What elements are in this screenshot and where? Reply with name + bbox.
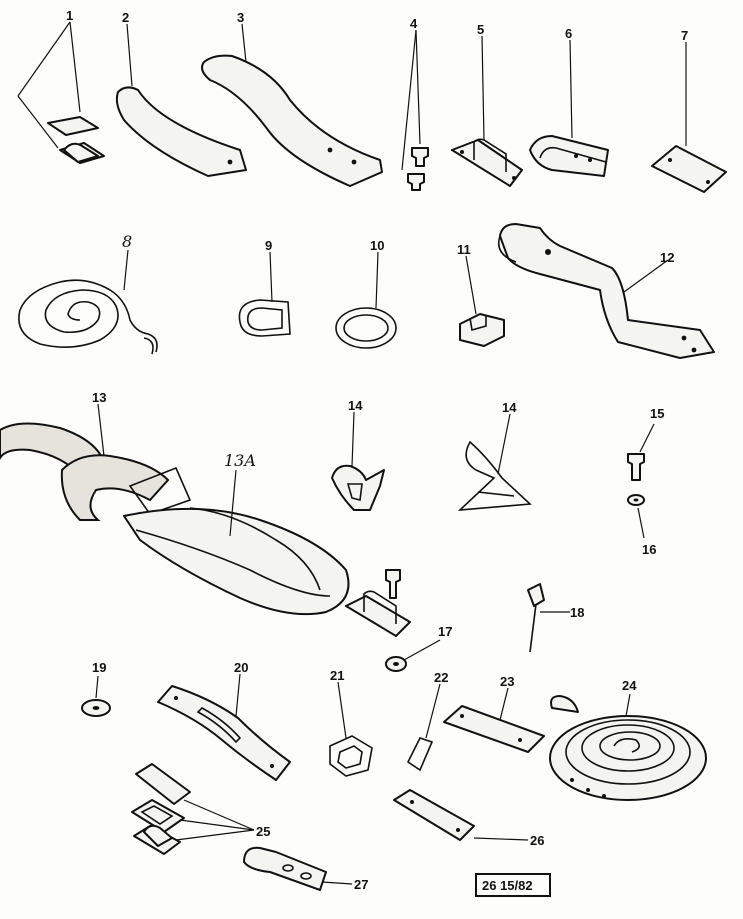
- part-14-hook: [331, 464, 385, 511]
- belt-rivet-and-staple: [345, 569, 411, 637]
- callout-16-leader: [639, 423, 655, 453]
- callout-8-leader: [123, 249, 129, 291]
- callout-5: 5: [477, 22, 484, 37]
- callout-15: 14: [502, 400, 517, 415]
- part-2-short-strap: [115, 86, 247, 177]
- callout-6: 6: [565, 26, 572, 41]
- callout-2-leader: [126, 23, 133, 87]
- callout-10: 10: [370, 238, 384, 253]
- callout-17: 16: [642, 542, 656, 557]
- callout-15-leader: [497, 413, 511, 475]
- part-22-slide-buckle: [329, 735, 373, 777]
- part-18-washer: [385, 656, 407, 672]
- callout-17-leader: [637, 507, 645, 539]
- callout-11: 11: [457, 242, 471, 257]
- callout-25-leader: [625, 693, 631, 717]
- drawing-reference-box: 26 15/82: [475, 873, 551, 897]
- callout-18-leader: [403, 639, 441, 661]
- callout-14: 14: [348, 398, 363, 413]
- part-13a-webbing-belt: [123, 507, 350, 616]
- callout-10-leader: [375, 251, 379, 309]
- callout-3: 3: [237, 10, 244, 25]
- part-15-triangle-loop: [457, 440, 532, 511]
- part-23-small-loop: [406, 737, 434, 772]
- callout-27: 26: [530, 833, 544, 848]
- callout-2: 2: [122, 10, 129, 25]
- part-24-flat-bar: [443, 705, 545, 753]
- callout-13a-leader: [229, 469, 237, 537]
- drawing-reference: 26 15/82: [482, 878, 533, 893]
- callout-27-leader: [473, 837, 529, 841]
- part-6-clamp: [529, 135, 609, 177]
- part-27-plate: [393, 789, 475, 841]
- part-3-long-strap: [201, 54, 383, 187]
- callout-25: 24: [622, 678, 637, 693]
- callout-7: 7: [681, 28, 688, 43]
- part-19-pop-rivet: [527, 583, 545, 653]
- callout-19: 18: [570, 605, 584, 620]
- callout-12-leader: [623, 259, 669, 293]
- callout-28-leader: [321, 881, 353, 885]
- part-7-plate: [651, 145, 727, 193]
- callout-26-leaders: [175, 799, 255, 841]
- callout-22-leader: [337, 681, 347, 739]
- part-26-eyelet-set: [131, 763, 191, 855]
- callout-9-leader: [269, 251, 273, 303]
- callout-24: 23: [500, 674, 514, 689]
- part-1-eyelets: [47, 116, 105, 164]
- part-5-staple-plate: [451, 138, 523, 187]
- callout-13-leader: [97, 403, 105, 457]
- part-12-bracket: [497, 223, 715, 359]
- part-28-hook-plate: [243, 846, 327, 891]
- part-11-block: [459, 313, 505, 347]
- callout-16: 15: [650, 406, 664, 421]
- part-17-washer: [627, 494, 645, 506]
- callout-12: 12: [660, 250, 674, 265]
- callout-5-leader: [481, 35, 485, 141]
- part-4-rivets: [407, 147, 429, 191]
- callout-1-leaders: [17, 21, 81, 149]
- callout-14-leader: [351, 411, 355, 467]
- callout-4: 4: [410, 16, 418, 31]
- callout-4-leaders: [401, 29, 421, 171]
- callout-3-leader: [241, 23, 247, 63]
- callout-1: 1: [66, 8, 73, 23]
- callout-28: 27: [354, 877, 368, 892]
- callout-24-leader: [499, 687, 509, 721]
- callout-18: 17: [438, 624, 452, 639]
- callout-6-leader: [569, 39, 573, 139]
- part-21-slotted-strap: [157, 685, 291, 781]
- callout-22: 21: [330, 668, 344, 683]
- callout-13: 13: [92, 390, 106, 405]
- callout-13a: 13A: [224, 451, 256, 470]
- callout-8: 8: [122, 232, 132, 251]
- part-16-rivet: [627, 453, 645, 481]
- part-9-d-ring: [238, 299, 291, 337]
- callout-21: 20: [234, 660, 248, 675]
- callout-11-leader: [465, 255, 477, 315]
- part-20-washer: [81, 699, 111, 717]
- callout-26: 25: [256, 824, 270, 839]
- callout-20: 19: [92, 660, 106, 675]
- part-13-rope-loop: [0, 422, 192, 521]
- part-10-ring: [335, 307, 397, 349]
- callout-23: 22: [434, 670, 448, 685]
- callout-23-leader: [425, 683, 441, 739]
- callout-20-leader: [95, 675, 99, 699]
- callout-9: 9: [265, 238, 272, 253]
- callout-21-leader: [235, 673, 241, 717]
- part-8-coil-spring: [18, 279, 158, 355]
- part-25-band-spring: [549, 695, 707, 801]
